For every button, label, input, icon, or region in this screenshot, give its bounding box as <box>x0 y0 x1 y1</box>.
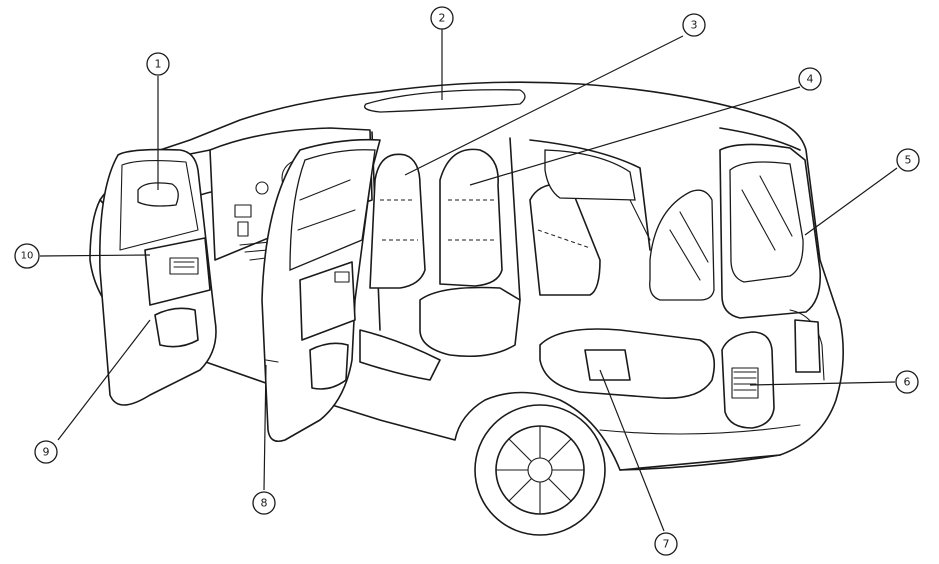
callout-2: 2 <box>430 6 454 30</box>
leader-lines <box>39 29 898 532</box>
svg-text:9: 9 <box>43 446 50 459</box>
svg-text:8: 8 <box>261 497 268 510</box>
callout-9: 9 <box>34 440 58 464</box>
svg-text:3: 3 <box>691 19 698 32</box>
svg-text:7: 7 <box>663 538 670 551</box>
passenger-seat <box>439 148 503 287</box>
callout-3: 3 <box>682 13 706 37</box>
callouts: 1 2 3 4 5 6 7 8 <box>14 6 920 556</box>
front-seat <box>369 153 426 289</box>
front-left-door <box>99 148 217 406</box>
svg-text:4: 4 <box>807 73 814 86</box>
callout-1: 1 <box>146 52 170 76</box>
svg-text:1: 1 <box>155 58 162 71</box>
svg-text:2: 2 <box>439 12 446 25</box>
callout-10: 10 <box>14 243 40 269</box>
rear-wheel <box>474 404 606 536</box>
callout-6: 6 <box>895 370 919 394</box>
svg-text:6: 6 <box>904 376 911 389</box>
callout-4: 4 <box>798 67 822 91</box>
callout-5: 5 <box>896 148 920 172</box>
svg-text:5: 5 <box>905 154 912 167</box>
svg-text:10: 10 <box>21 251 34 262</box>
under-seat-tray <box>584 349 631 381</box>
front-right-door <box>261 138 381 443</box>
door-mirror <box>137 182 179 207</box>
callout-8: 8 <box>252 491 276 515</box>
car-interior <box>209 127 716 399</box>
callout-7: 7 <box>654 532 678 556</box>
